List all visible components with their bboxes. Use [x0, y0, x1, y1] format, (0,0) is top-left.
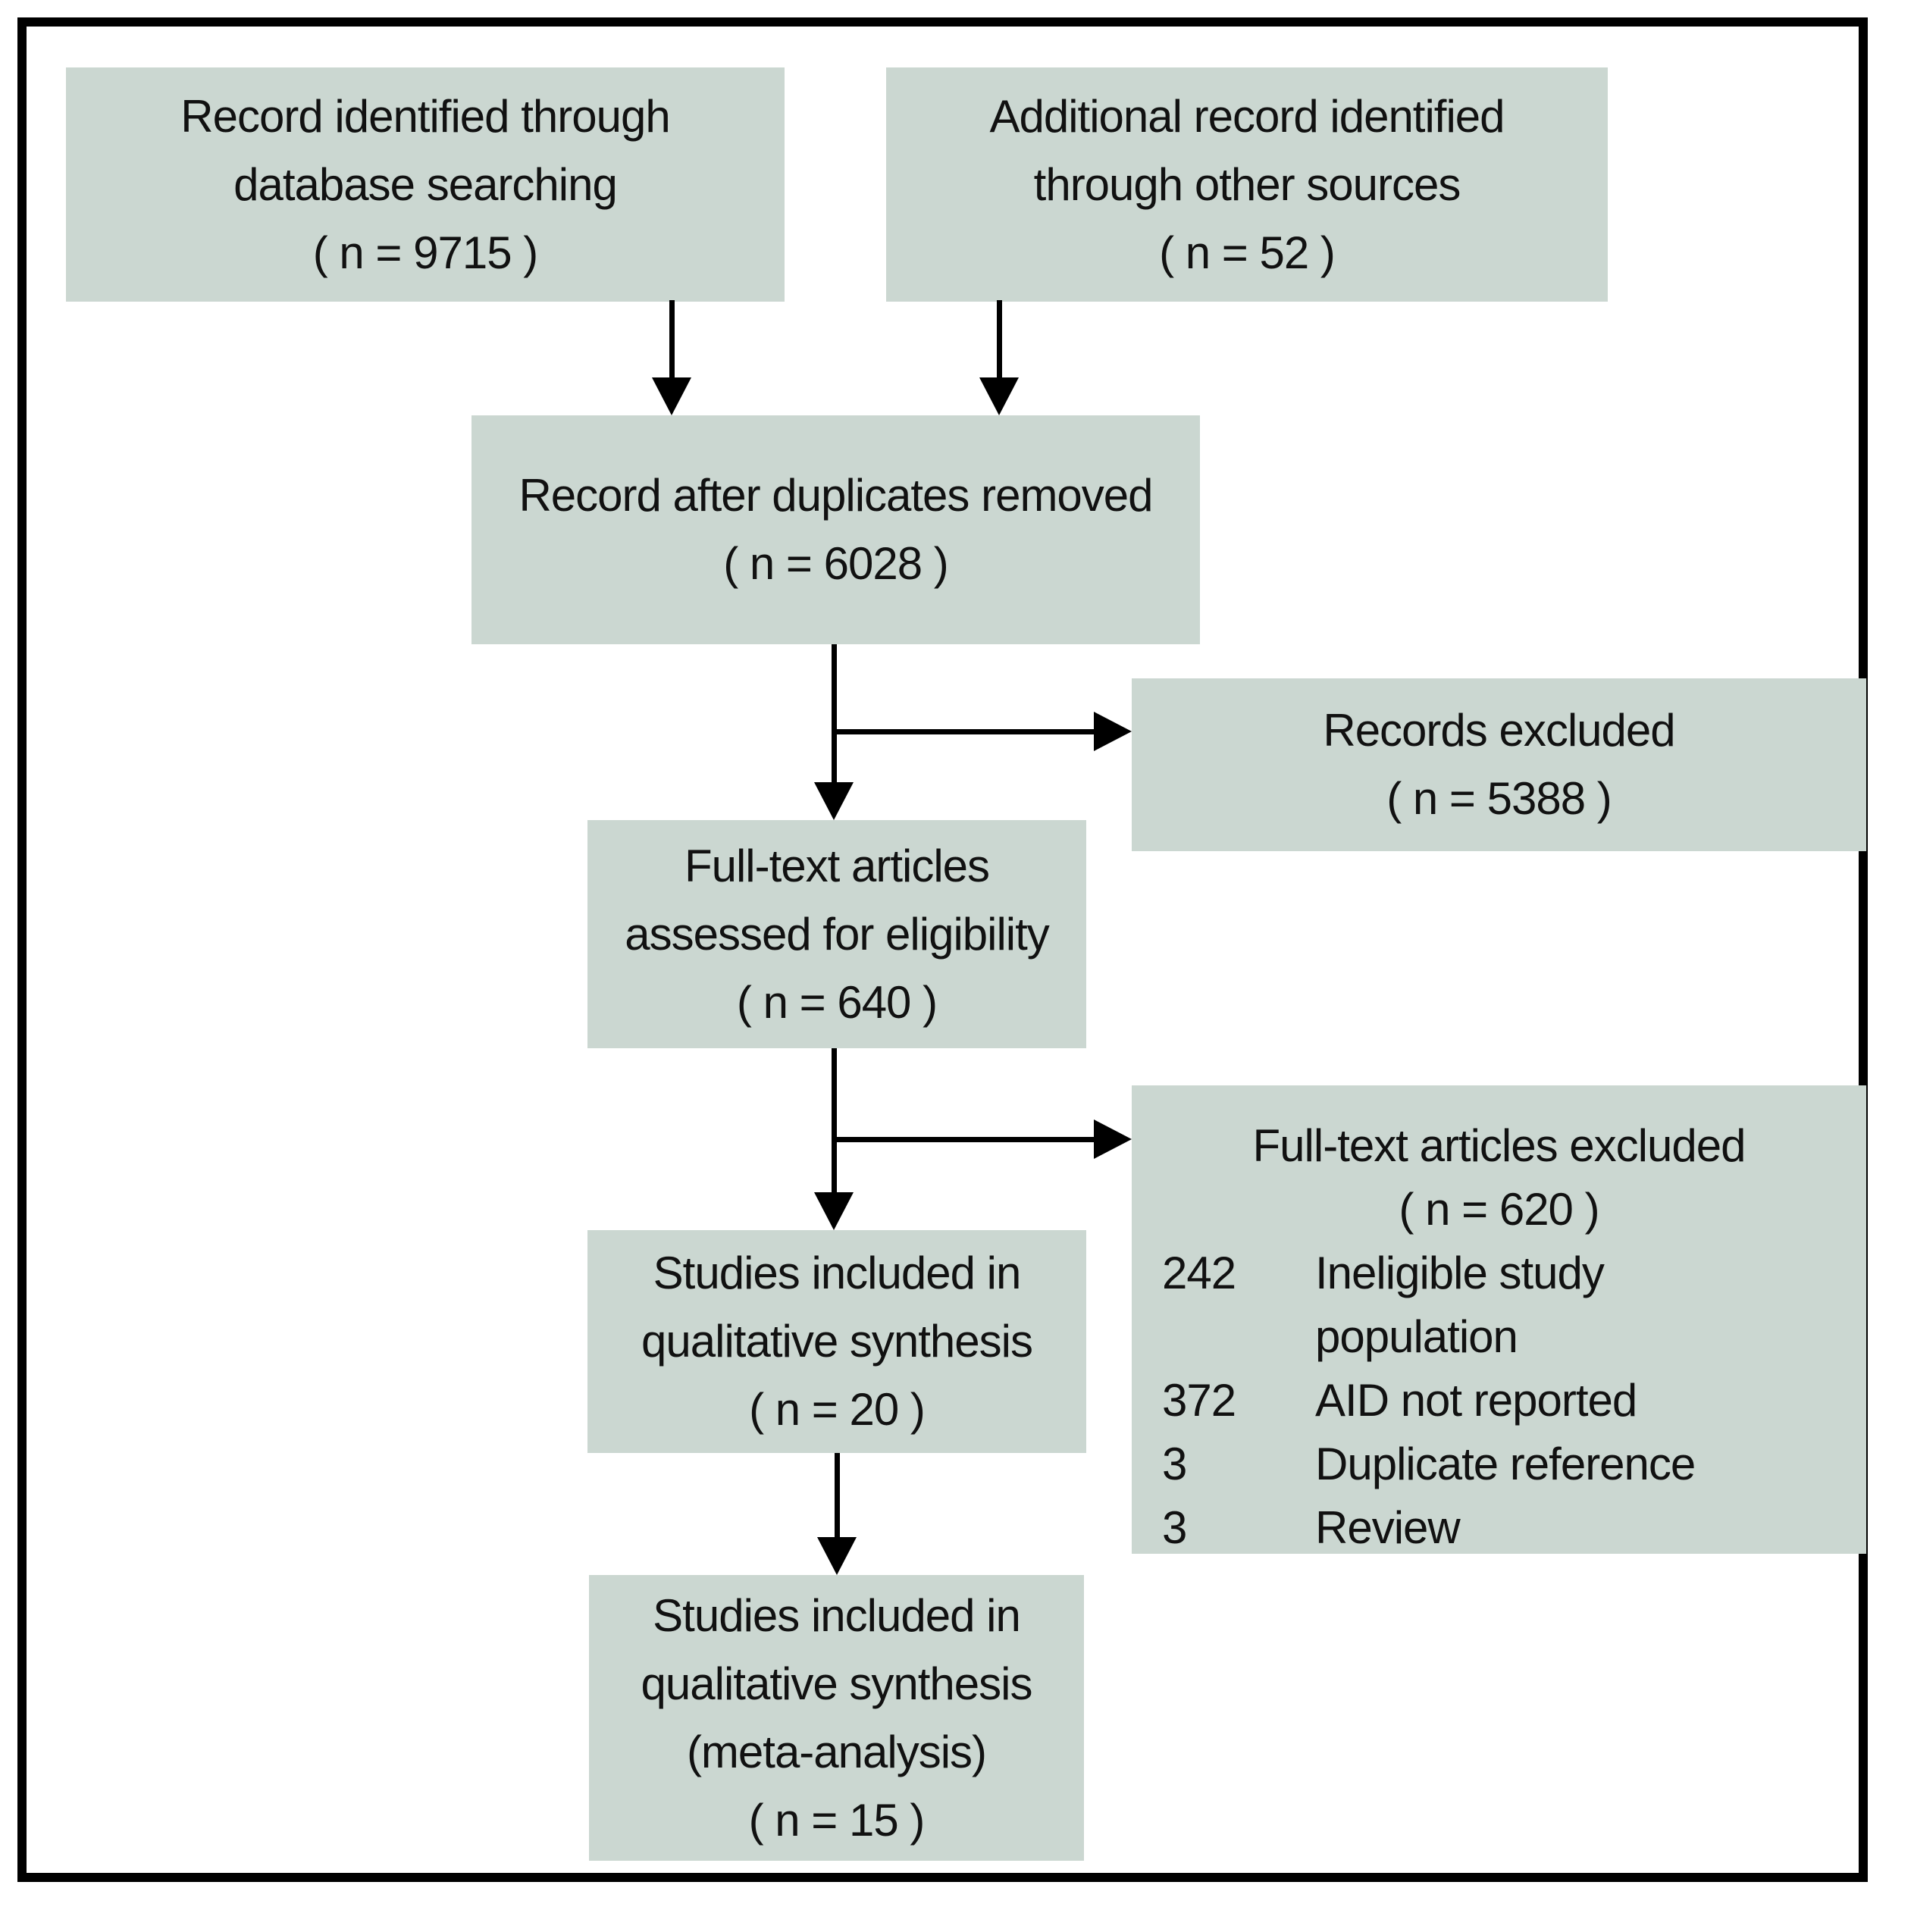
box-n-count: ( n = 9715 )	[312, 227, 539, 278]
box-additional-records-other-sources: Additional record identified through oth…	[886, 67, 1608, 302]
arrowhead-down-icon	[817, 1537, 857, 1575]
box-qualitative-synthesis: Studies included in qualitative synthesi…	[587, 1230, 1086, 1453]
reason-count: 242	[1162, 1248, 1236, 1298]
arrowhead-down-icon	[979, 377, 1019, 415]
connector-dedup-to-fulltext	[832, 644, 837, 784]
box-text-line: (meta-analysis)	[686, 1726, 987, 1777]
connector-qualitative-to-meta	[835, 1453, 840, 1539]
box-fulltext-excluded: Full-text articles excluded ( n = 620 ) …	[1132, 1085, 1866, 1554]
connector-fulltext-to-fulltext-excluded	[832, 1137, 1095, 1142]
connector-fulltext-to-qualitative	[832, 1048, 837, 1194]
box-text-line: Studies included in	[653, 1589, 1021, 1641]
connector-db-to-dedup	[669, 300, 675, 380]
arrowhead-down-icon	[814, 782, 854, 820]
reason-count: 3	[1162, 1439, 1187, 1489]
box-fulltext-assessed: Full-text articles assessed for eligibil…	[587, 820, 1086, 1048]
box-n-count: ( n = 15 )	[748, 1794, 926, 1846]
exclusion-reason-row: 3 Duplicate reference	[1162, 1433, 1836, 1496]
connector-other-to-dedup	[997, 300, 1002, 380]
reason-count: 3	[1162, 1502, 1187, 1553]
box-text-line: Full-text articles excluded	[1252, 1120, 1746, 1171]
reason-label: Review	[1315, 1502, 1461, 1553]
box-text-line: database searching	[233, 158, 618, 210]
reason-label: AID not reported	[1315, 1375, 1637, 1426]
reason-label: Duplicate reference	[1315, 1439, 1696, 1489]
exclusion-reason-row: 242 Ineligible study population	[1162, 1242, 1836, 1369]
box-text-line: qualitative synthesis	[641, 1658, 1033, 1709]
arrowhead-down-icon	[652, 377, 691, 415]
exclusion-reason-row: 3 Review	[1162, 1496, 1836, 1560]
box-n-count: ( n = 52 )	[1159, 227, 1336, 278]
connector-dedup-to-records-excluded	[832, 729, 1095, 734]
box-text-line: Studies included in	[653, 1248, 1022, 1298]
box-n-count: ( n = 620 )	[1399, 1184, 1599, 1235]
box-text-line: qualitative synthesis	[641, 1316, 1033, 1367]
box-records-identified-database: Record identified through database searc…	[66, 67, 785, 302]
box-text-line: assessed for eligibility	[625, 908, 1050, 960]
reason-label: Ineligible study population	[1315, 1248, 1605, 1362]
arrowhead-down-icon	[814, 1192, 854, 1230]
box-text-line: Full-text articles	[684, 840, 990, 891]
box-n-count: ( n = 20 )	[749, 1384, 926, 1435]
box-text-line: through other sources	[1033, 158, 1461, 210]
reason-count: 372	[1162, 1375, 1236, 1426]
box-text-line: Record after duplicates removed	[518, 470, 1153, 521]
box-meta-analysis: Studies included in qualitative synthesi…	[589, 1575, 1084, 1861]
box-records-excluded: Records excluded ( n = 5388 )	[1132, 678, 1866, 851]
box-n-count: ( n = 6028 )	[723, 538, 949, 589]
box-text-line: Records excluded	[1323, 705, 1675, 756]
box-text-line: Additional record identified	[989, 90, 1505, 142]
box-n-count: ( n = 5388 )	[1386, 773, 1612, 824]
box-n-count: ( n = 640 )	[736, 976, 938, 1028]
box-text-line: Record identified through	[180, 90, 670, 142]
box-records-after-duplicates-removed: Record after duplicates removed ( n = 60…	[471, 415, 1200, 644]
arrowhead-right-icon	[1094, 1119, 1132, 1159]
exclusion-reason-row: 372 AID not reported	[1162, 1369, 1836, 1433]
arrowhead-right-icon	[1094, 712, 1132, 751]
